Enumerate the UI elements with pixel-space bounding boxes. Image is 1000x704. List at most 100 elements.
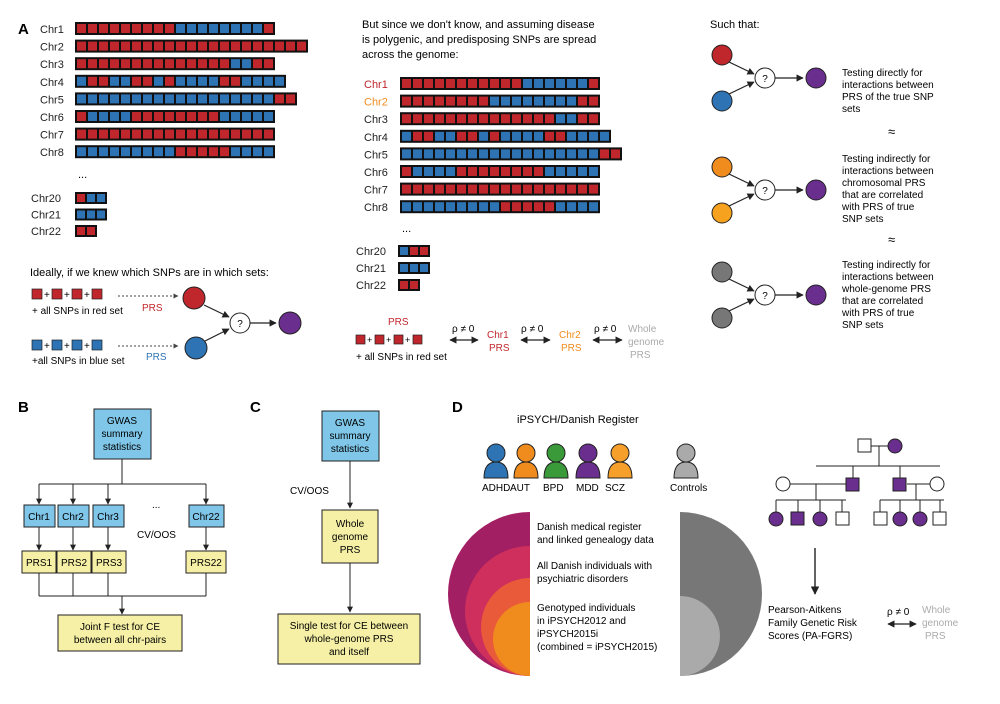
snp-cell	[77, 112, 86, 121]
snp-cell	[567, 202, 576, 212]
snp-cell	[424, 167, 433, 176]
snp-cell	[220, 41, 229, 51]
snp-cell	[578, 149, 587, 159]
snp-cell	[410, 264, 418, 272]
panel-label-c: C	[250, 399, 261, 416]
snp-cell	[567, 149, 576, 159]
chromosome-label: Chr22	[31, 226, 61, 238]
svg-text:+: +	[64, 290, 70, 301]
snp-cell	[132, 59, 141, 69]
snp-cell	[457, 79, 466, 88]
snp-cell	[198, 129, 207, 139]
svg-text:PRS2: PRS2	[61, 558, 88, 569]
snp-cell	[424, 131, 433, 141]
cvoos-b: CV/OOS	[137, 530, 176, 541]
group-scz: SCZ	[605, 483, 625, 494]
pafgrs-line3: Scores (PA-FGRS)	[768, 631, 852, 642]
snp-cell	[220, 76, 229, 86]
svg-text:PRS3: PRS3	[96, 558, 123, 569]
snp-cell	[209, 94, 218, 104]
whole-prs-line3: PRS	[630, 350, 651, 361]
snp-cell	[143, 94, 152, 104]
pedigree-diagram	[768, 438, 947, 527]
chromosome-bar	[400, 112, 600, 126]
svg-text:interactions between: interactions between	[842, 272, 934, 283]
snp-cell	[468, 131, 477, 141]
outcome-node	[805, 179, 827, 201]
chromosome-bar	[400, 182, 600, 196]
snp-cell	[198, 76, 207, 86]
snp-cell	[545, 131, 554, 141]
chromosome-bar	[75, 57, 275, 71]
snp-cell	[435, 202, 444, 212]
snp-cell	[187, 76, 196, 86]
snp-cell	[242, 59, 251, 69]
snp-cell	[264, 76, 273, 86]
snp-cell	[446, 131, 455, 141]
chromosome-bar	[75, 192, 107, 204]
snp-cell	[420, 247, 428, 255]
snp-cell	[512, 149, 521, 159]
snp-cell	[143, 112, 152, 121]
snp-cell	[154, 94, 163, 104]
red-set-text: + all SNPs in red set	[32, 306, 123, 317]
snp-cell	[457, 184, 466, 194]
snp-cell	[165, 24, 174, 33]
snp-cell	[402, 79, 411, 88]
snp-cell	[77, 147, 86, 157]
snp-cell	[286, 41, 295, 51]
svg-text:Chr1: Chr1	[28, 512, 50, 523]
snp-cell	[512, 131, 521, 141]
snp-cell	[231, 94, 240, 104]
svg-text:SNP sets: SNP sets	[842, 320, 884, 331]
middle-intro-1: But since we don't know, and assuming di…	[362, 19, 595, 31]
snp-cell	[209, 147, 218, 157]
chromosome-label: Chr3	[364, 114, 388, 126]
svg-text:+: +	[44, 341, 50, 352]
snp-cell	[165, 129, 174, 139]
snp-cell	[545, 96, 554, 106]
snp-cell	[468, 184, 477, 194]
snp-cell	[297, 41, 306, 51]
snp-cell	[198, 94, 207, 104]
snp-cell	[99, 112, 108, 121]
right-text-1: Testing directly for interactions betwee…	[842, 68, 934, 115]
snp-cell	[468, 202, 477, 212]
snp-cell	[545, 202, 554, 212]
layer-text-3c: iPSYCH2015i	[537, 629, 598, 640]
prs-red-label: PRS	[142, 303, 163, 314]
snp-cell	[253, 147, 262, 157]
svg-text:chromosomal PRS: chromosomal PRS	[842, 178, 926, 189]
snp-cell	[242, 24, 251, 33]
snp-cell	[578, 184, 587, 194]
snp-cell	[578, 202, 587, 212]
chromosome-label: Chr8	[364, 202, 388, 214]
snp-cell	[512, 167, 521, 176]
snp-cell	[99, 59, 108, 69]
snp-cell	[457, 131, 466, 141]
snp-cell	[523, 131, 532, 141]
panel-label-a: A	[18, 21, 29, 38]
snp-cell	[154, 24, 163, 33]
snp-cell	[154, 129, 163, 139]
snp-cell	[413, 79, 422, 88]
prs-blue-label: PRS	[146, 352, 167, 363]
svg-text:Testing indirectly for: Testing indirectly for	[842, 260, 931, 271]
chromosome-label: Chr2	[364, 97, 388, 109]
outcome-node	[805, 284, 827, 306]
snp-cell	[176, 24, 185, 33]
middle-intro-3: across the genome:	[362, 49, 459, 61]
chromosome-label: Chr4	[364, 132, 388, 144]
chr1-prs-line2: PRS	[489, 343, 510, 354]
snp-cell	[242, 112, 251, 121]
snp-cell	[220, 129, 229, 139]
snp-cell	[187, 129, 196, 139]
middle-red-set-text: + all SNPs in red set	[356, 352, 447, 363]
snp-cell	[479, 114, 488, 124]
svg-text:between all chr-pairs: between all chr-pairs	[74, 635, 166, 646]
snp-cell	[99, 129, 108, 139]
snp-cell	[231, 76, 240, 86]
snp-cell	[132, 41, 141, 51]
snp-cell	[501, 202, 510, 212]
